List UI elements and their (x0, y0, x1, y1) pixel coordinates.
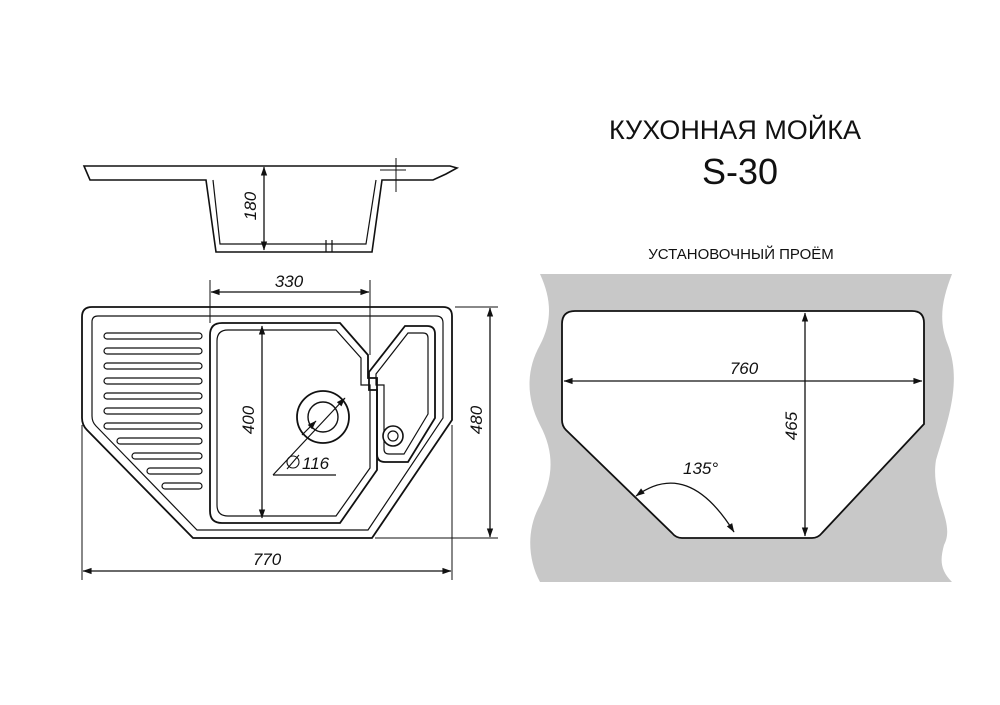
cutout-height-label: 465 (782, 411, 801, 440)
groove (103, 377, 203, 385)
diameter-symbol-slash (286, 454, 300, 470)
groove (146, 467, 203, 475)
cutout-angle-arc (635, 482, 735, 533)
side-bowl-outer (368, 325, 436, 463)
drainboard-grooves (103, 332, 203, 490)
installation-cutout-view: 760 465 135° (529, 274, 954, 582)
bowl-length-label: 400 (239, 405, 258, 434)
depth-label: 180 (241, 191, 260, 220)
cutout-width-label: 760 (730, 359, 759, 378)
groove (103, 407, 203, 415)
title-line-1: КУХОННАЯ МОЙКА (609, 114, 861, 145)
side-bowl-inner (375, 332, 429, 455)
groove (116, 437, 203, 445)
main-bowl-inner (216, 329, 371, 517)
bowl-width-label: 330 (275, 272, 304, 291)
groove (103, 392, 203, 400)
sink-outer-outline (81, 306, 453, 539)
diameter-leader (272, 397, 346, 476)
title-line-2: S-30 (702, 151, 778, 192)
groove (131, 452, 203, 460)
total-height-label: 480 (467, 405, 486, 434)
cutout-label: УСТАНОВОЧНЫЙ ПРОЁМ (648, 245, 834, 263)
profile-inner (212, 179, 377, 245)
diameter-leader-back (301, 420, 317, 436)
cutout-outline (561, 310, 925, 539)
side-drain-inner (387, 430, 399, 442)
top-view: 116 400 330 480 770 (81, 272, 498, 580)
groove (103, 332, 203, 340)
diameter-symbol (286, 455, 300, 469)
profile-outline (82, 165, 460, 253)
sink-rim-outline (91, 315, 444, 531)
total-width-label: 770 (253, 550, 282, 569)
main-drain-inner (307, 401, 339, 433)
diameter-label: 116 (302, 454, 330, 473)
side-profile-view: 180 (82, 158, 460, 253)
groove (103, 422, 203, 430)
groove (103, 347, 203, 355)
cutout-angle-label: 135° (683, 459, 718, 478)
groove (161, 482, 203, 490)
groove (103, 362, 203, 370)
